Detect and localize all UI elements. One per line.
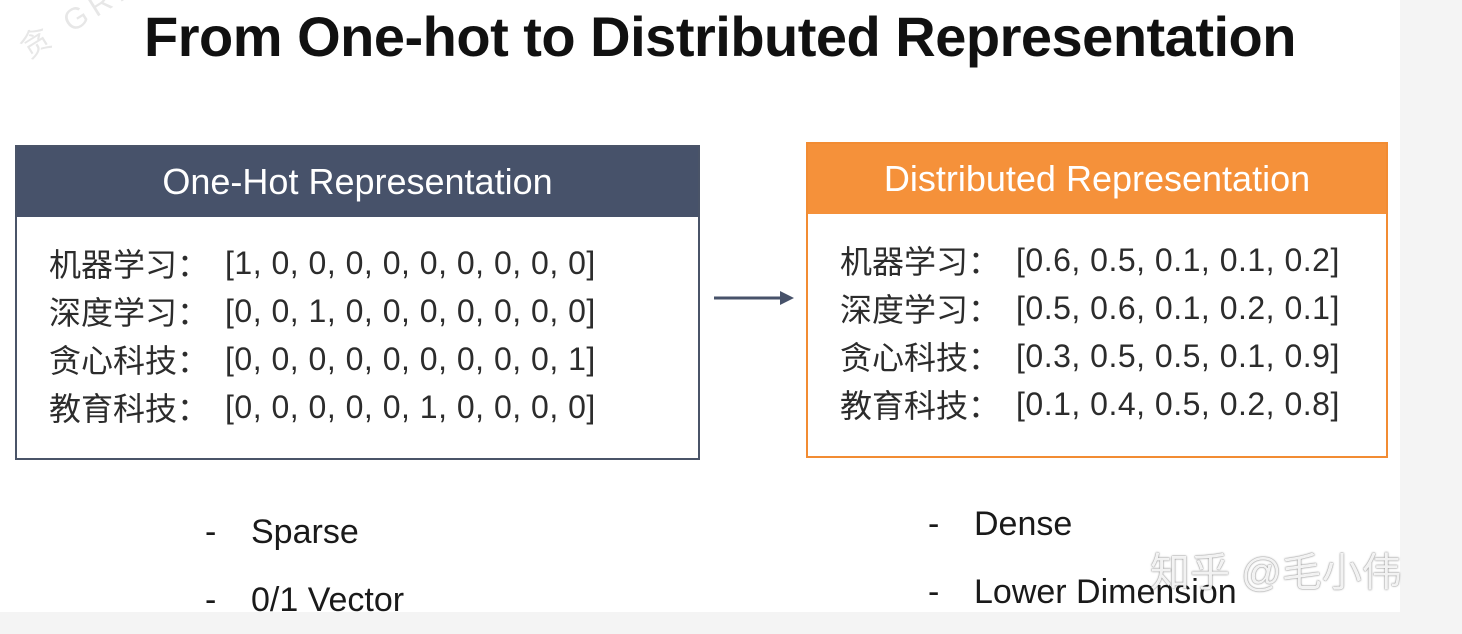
row-word: 教育科技： bbox=[49, 391, 210, 427]
distributed-panel-header: Distributed Representation bbox=[808, 144, 1386, 214]
bullet-dash: - bbox=[205, 580, 217, 619]
bullet-dash: - bbox=[928, 572, 940, 611]
one-hot-properties: - Sparse - 0/1 Vector bbox=[205, 498, 404, 634]
distributed-row: 深度学习： [0.5, 0.6, 0.1, 0.2, 0.1] bbox=[808, 284, 1386, 332]
distributed-row: 机器学习： [0.6, 0.5, 0.1, 0.1, 0.2] bbox=[808, 236, 1386, 284]
row-vector: [0.6, 0.5, 0.1, 0.1, 0.2] bbox=[1016, 241, 1340, 278]
row-word: 教育科技： bbox=[840, 388, 1001, 424]
one-hot-row: 深度学习： [0, 0, 1, 0, 0, 0, 0, 0, 0, 0] bbox=[17, 287, 698, 335]
distributed-panel: Distributed Representation 机器学习： [0.6, 0… bbox=[806, 142, 1388, 458]
row-word: 机器学习： bbox=[840, 244, 1001, 280]
distributed-rows: 机器学习： [0.6, 0.5, 0.1, 0.1, 0.2] 深度学习： [0… bbox=[808, 214, 1386, 428]
one-hot-row: 贪心科技： [0, 0, 0, 0, 0, 0, 0, 0, 0, 1] bbox=[17, 335, 698, 383]
bullet-dash: - bbox=[205, 512, 217, 551]
row-vector: [0.5, 0.6, 0.1, 0.2, 0.1] bbox=[1016, 289, 1340, 326]
one-hot-rows: 机器学习： [1, 0, 0, 0, 0, 0, 0, 0, 0, 0] 深度学… bbox=[17, 217, 698, 431]
row-vector: [0, 0, 1, 0, 0, 0, 0, 0, 0, 0] bbox=[225, 292, 596, 329]
bullet-text: Dense bbox=[974, 504, 1073, 543]
bullet-item: - Lower Dimension bbox=[928, 558, 1237, 626]
row-vector: [0.3, 0.5, 0.5, 0.1, 0.9] bbox=[1016, 337, 1340, 374]
bullet-dash: - bbox=[928, 504, 940, 543]
row-vector: [1, 0, 0, 0, 0, 0, 0, 0, 0, 0] bbox=[225, 244, 596, 281]
row-vector: [0.1, 0.4, 0.5, 0.2, 0.8] bbox=[1016, 385, 1340, 422]
bullet-item: - Dense bbox=[928, 490, 1237, 558]
row-word: 深度学习： bbox=[840, 292, 1001, 328]
arrow-right-icon bbox=[714, 291, 794, 305]
distributed-properties: - Dense - Lower Dimension bbox=[928, 490, 1237, 626]
row-vector: [0, 0, 0, 0, 0, 0, 0, 0, 0, 1] bbox=[225, 340, 596, 377]
distributed-row: 教育科技： [0.1, 0.4, 0.5, 0.2, 0.8] bbox=[808, 380, 1386, 428]
bullet-text: Lower Dimension bbox=[974, 572, 1237, 611]
bullet-text: 0/1 Vector bbox=[251, 580, 405, 619]
one-hot-panel: One-Hot Representation 机器学习： [1, 0, 0, 0… bbox=[15, 145, 700, 460]
bullet-text: Sparse bbox=[251, 512, 359, 551]
row-vector: [0, 0, 0, 0, 0, 1, 0, 0, 0, 0] bbox=[225, 388, 596, 425]
row-word: 贪心科技： bbox=[49, 343, 210, 379]
row-word: 贪心科技： bbox=[840, 340, 1001, 376]
row-word: 深度学习： bbox=[49, 295, 210, 331]
one-hot-panel-header: One-Hot Representation bbox=[17, 147, 698, 217]
distributed-row: 贪心科技： [0.3, 0.5, 0.5, 0.1, 0.9] bbox=[808, 332, 1386, 380]
bullet-item: - 0/1 Vector bbox=[205, 566, 404, 634]
row-word: 机器学习： bbox=[49, 247, 210, 283]
one-hot-row: 机器学习： [1, 0, 0, 0, 0, 0, 0, 0, 0, 0] bbox=[17, 239, 698, 287]
bullet-item: - Sparse bbox=[205, 498, 404, 566]
one-hot-row: 教育科技： [0, 0, 0, 0, 0, 1, 0, 0, 0, 0] bbox=[17, 383, 698, 431]
slide-title: From One-hot to Distributed Representati… bbox=[144, 5, 1296, 68]
author-watermark: 知乎 @毛小伟 bbox=[1150, 551, 1402, 595]
